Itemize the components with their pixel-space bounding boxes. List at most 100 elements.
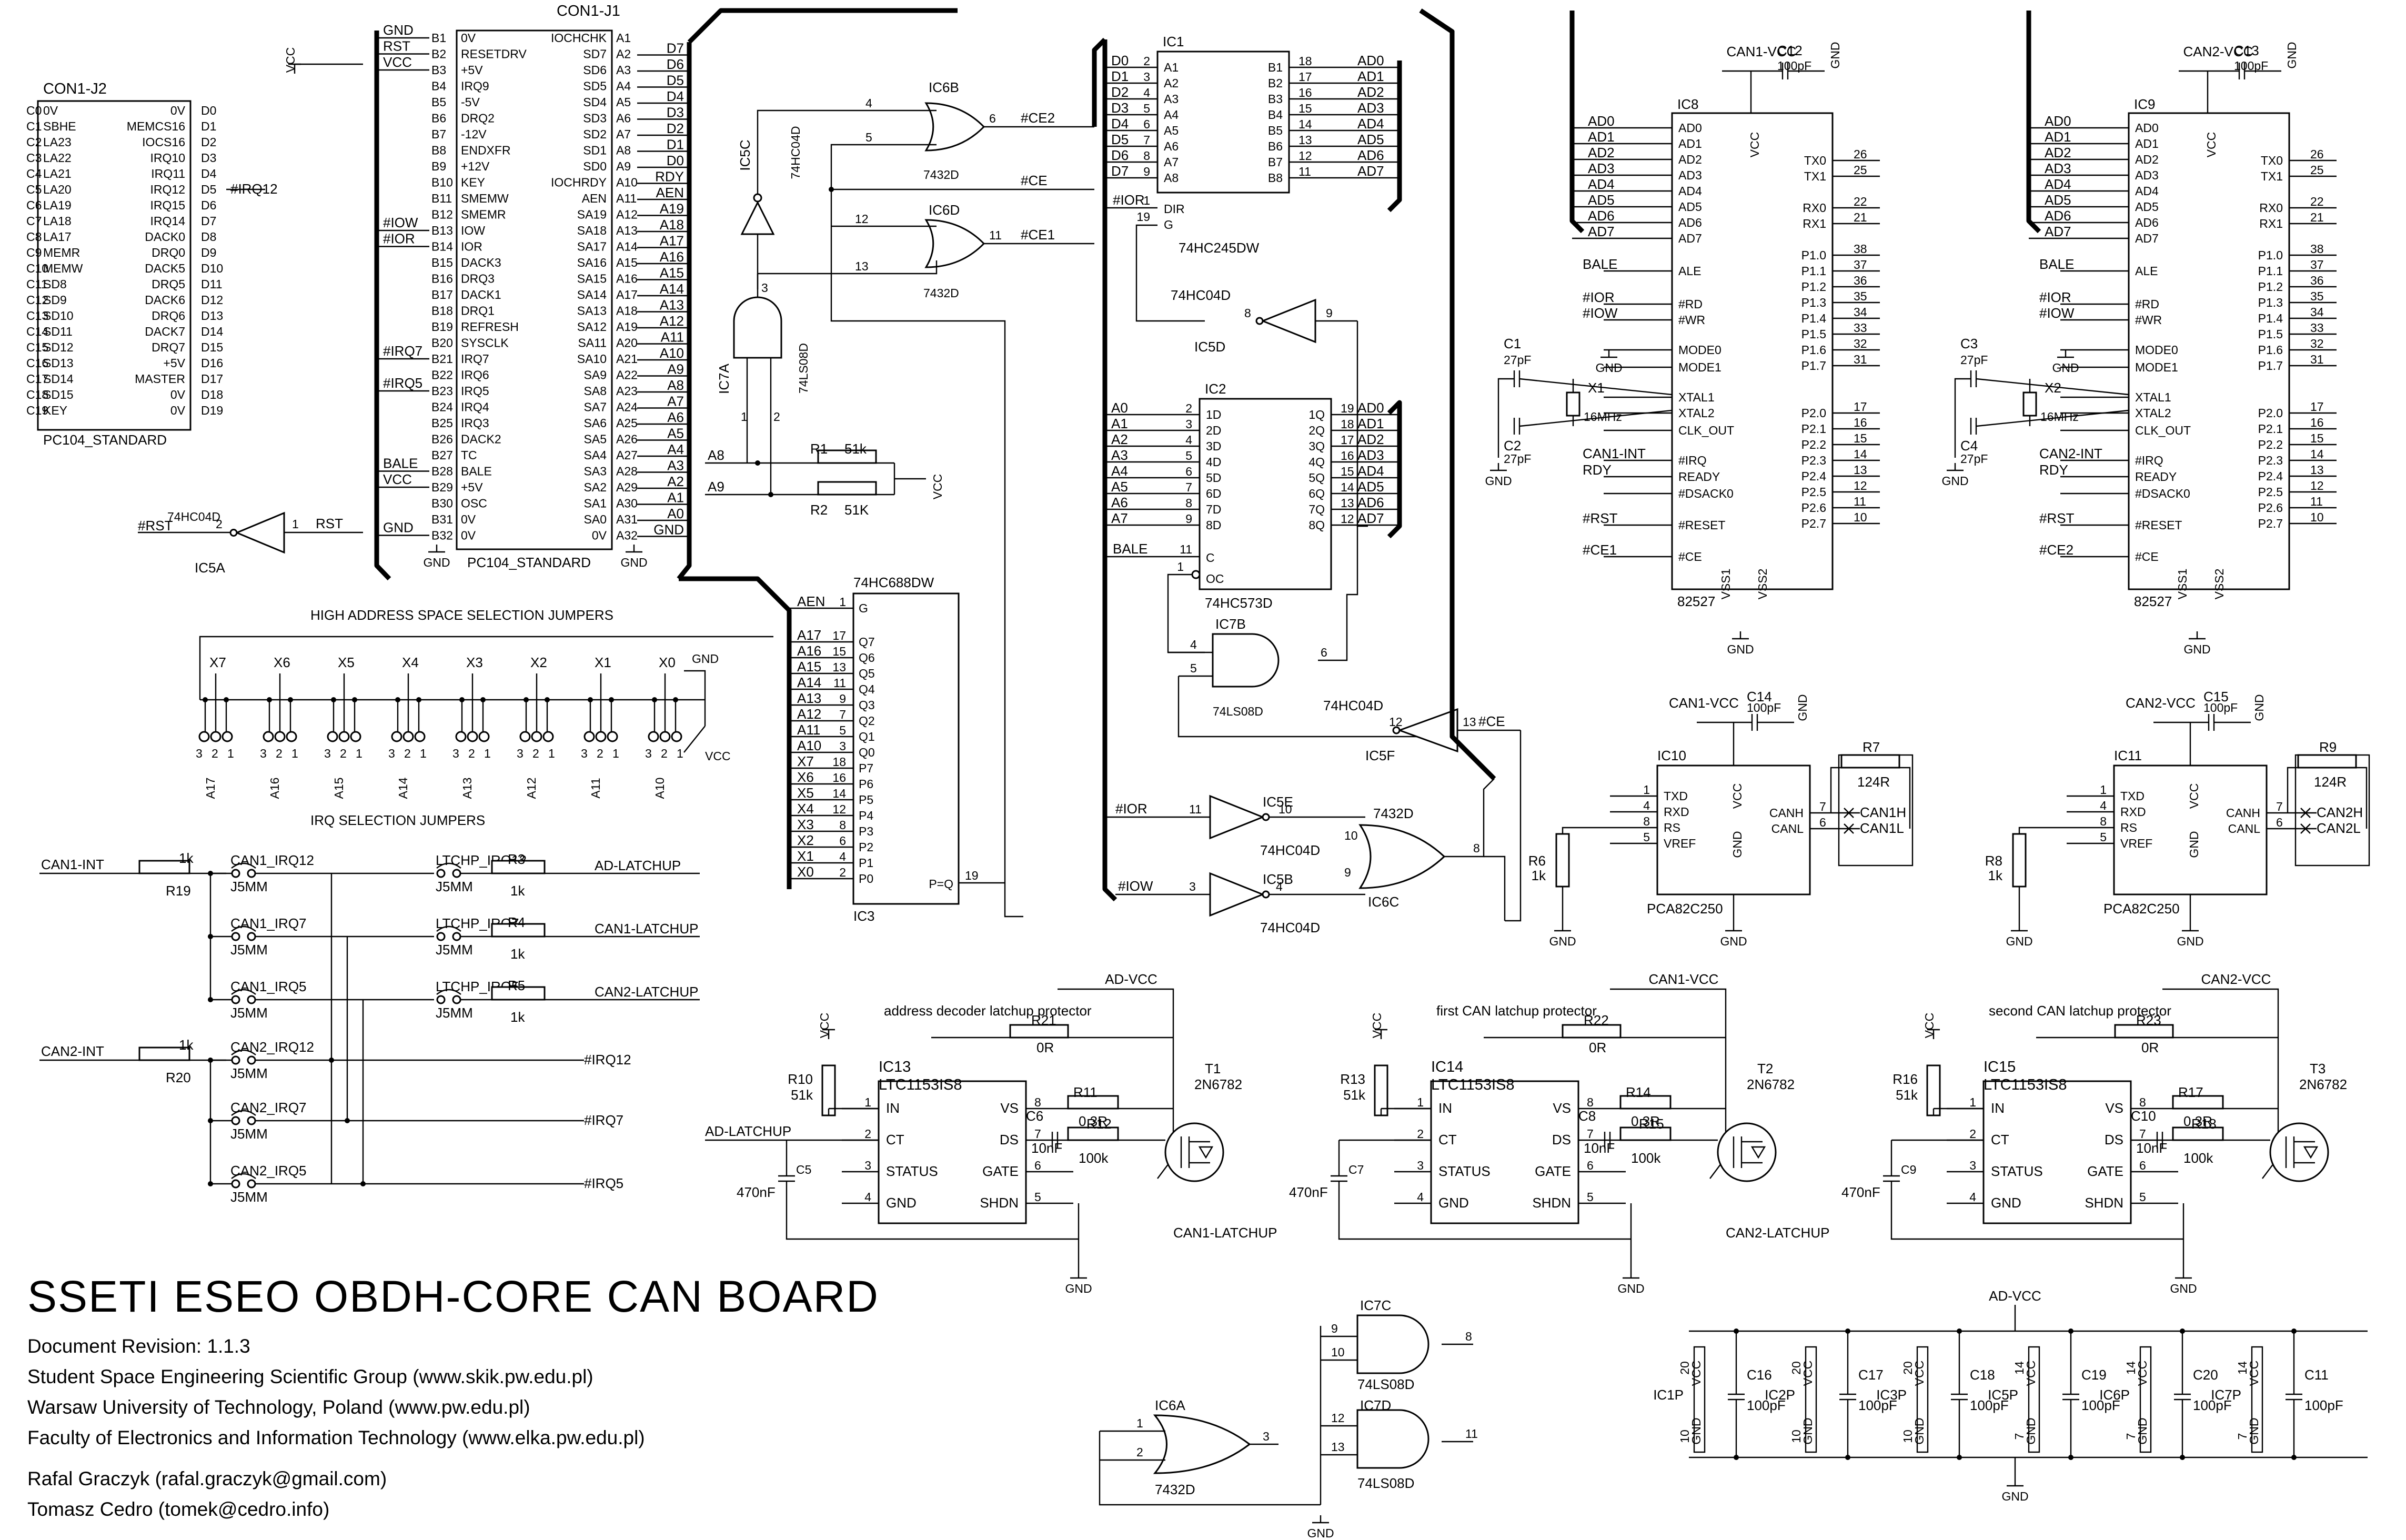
rg-resistor — [1562, 1024, 1622, 1039]
con1-j1-signal: IRQ7 — [461, 352, 489, 366]
pin-num: 21 — [1854, 210, 1867, 224]
jumper-pin[interactable] — [436, 932, 446, 941]
ic2-left-net: A4 — [1111, 463, 1128, 479]
jumper-pin[interactable] — [231, 1116, 240, 1125]
j1-right-net: RDY — [655, 169, 684, 185]
ic3-pin-name: Q0 — [859, 746, 875, 759]
jumper-pin[interactable] — [247, 932, 256, 941]
decoupling-network: AD-VCCGND20VCC10GNDIC1PC16100pF20VCC10GN… — [1653, 1288, 2368, 1503]
jumper-pin[interactable] — [247, 869, 256, 878]
jumper-pin[interactable] — [467, 731, 478, 742]
jumper-pin[interactable] — [436, 869, 446, 878]
jumper-pin-num: 1 — [548, 747, 555, 760]
ic3-pin-num: 15 — [832, 645, 846, 658]
jumper-pin[interactable] — [231, 869, 240, 878]
jumper-pin[interactable] — [478, 731, 490, 742]
con1-j1-signal: SD0 — [583, 159, 607, 173]
jumper-pin[interactable] — [327, 731, 338, 742]
jumper-pin[interactable] — [542, 731, 554, 742]
latchup-title: first CAN latchup protector — [1436, 1003, 1597, 1019]
jumper-pin[interactable] — [607, 731, 618, 742]
right-bus — [677, 42, 692, 580]
pin-name: AD0 — [1678, 121, 1702, 135]
jumper-pin[interactable] — [452, 869, 461, 878]
ic3-net: X4 — [797, 801, 814, 817]
jumper-pin[interactable] — [231, 995, 240, 1004]
vcc-net: CAN2-VCC — [2183, 44, 2253, 59]
con1-j1-signal: SA7 — [584, 400, 607, 414]
jumper-pin[interactable] — [648, 731, 659, 742]
jumper-pin[interactable] — [231, 932, 240, 941]
ic3-pin-num: 6 — [839, 834, 846, 848]
jumper-pin[interactable] — [452, 932, 461, 941]
jumper-pin[interactable] — [247, 1116, 256, 1125]
gnd-label: GND — [620, 556, 647, 569]
ic1-left-net: D0 — [1111, 53, 1129, 68]
jumper-pin[interactable] — [350, 731, 361, 742]
ic1-pin-num: 16 — [1298, 86, 1312, 99]
pin-name: TX0 — [1804, 154, 1826, 167]
pin-num: 38 — [1854, 242, 1867, 256]
jumper-pin[interactable] — [231, 1179, 240, 1189]
ic2-pin-name: 2Q — [1308, 424, 1325, 437]
jumper-pin[interactable] — [247, 1055, 256, 1065]
ic3-part: 74HC688DW — [853, 575, 934, 590]
pin-num: 8 — [1587, 1095, 1594, 1109]
ic5d-body — [1260, 298, 1316, 344]
jumper-pin[interactable] — [455, 731, 467, 742]
con1-j2-signal: DACK7 — [145, 325, 185, 338]
jumper-pin[interactable] — [231, 1055, 240, 1065]
pin-num: 5 — [2100, 830, 2107, 844]
jumper-pin[interactable] — [210, 731, 222, 742]
bale-net: BALE — [1113, 541, 1148, 557]
con1-j2-pin: D3 — [201, 151, 216, 165]
gnd-label: GND — [2001, 1489, 2028, 1503]
jumper-pin[interactable] — [659, 731, 671, 742]
jumper-pin[interactable] — [583, 731, 595, 742]
pin-num: 3 — [864, 1159, 871, 1172]
jumper-pin[interactable] — [274, 731, 286, 742]
con1-j1-signal: IOCHRDY — [551, 176, 607, 189]
jumper-pin[interactable] — [595, 731, 607, 742]
con1-j2-pin: C18 — [26, 388, 48, 401]
ic5b-ref: IC5B — [1263, 871, 1293, 887]
jumper-pin[interactable] — [519, 731, 531, 742]
vcc-pin-name: VCC — [1689, 1361, 1703, 1386]
jumper-pin[interactable] — [414, 731, 426, 742]
jumper-pin[interactable] — [671, 731, 682, 742]
can-bus-net: CAN1H — [1860, 804, 1906, 820]
jumper-pin[interactable] — [222, 731, 233, 742]
jumper-pin[interactable] — [391, 731, 402, 742]
vcc-pin-name: VCC — [2024, 1361, 2038, 1386]
xtal-gnd — [1954, 378, 1971, 458]
ctrl-net: #IOW — [1583, 305, 1618, 321]
inverter-bubble — [1191, 570, 1201, 579]
j1-left-net: GND — [383, 22, 414, 38]
jumper-pin[interactable] — [436, 995, 446, 1004]
jumper-pin[interactable] — [402, 731, 414, 742]
jumper-pin[interactable] — [531, 731, 542, 742]
pin-name: AD6 — [2135, 216, 2159, 229]
jumper-pin[interactable] — [286, 731, 297, 742]
con1-j2-name: PC104_STANDARD — [43, 432, 167, 448]
pin-name: MODE0 — [1678, 343, 1722, 357]
pin-num: 36 — [1854, 274, 1867, 287]
junction-dot — [1845, 1328, 1850, 1334]
pin-num: 2 — [1969, 1127, 1976, 1141]
jumper-pin[interactable] — [247, 1179, 256, 1189]
pin-name: P2.2 — [1801, 438, 1826, 451]
jumper-pin[interactable] — [198, 731, 210, 742]
ic7d-pin: 12 — [1331, 1411, 1345, 1425]
jumper-pin[interactable] — [338, 731, 350, 742]
con1-j2-signal: DACK6 — [145, 293, 185, 307]
document-revision: Document Revision: 1.1.3 — [27, 1335, 250, 1357]
jumper-pin[interactable] — [247, 995, 256, 1004]
jumper-pin[interactable] — [263, 731, 274, 742]
gnd-label: GND — [2252, 694, 2266, 721]
ic5f-pin: 13 — [1463, 715, 1476, 729]
ic7b-body — [1212, 633, 1280, 688]
vcc-pin-name: VCC — [2136, 1361, 2149, 1386]
ic6b-pin: 5 — [865, 130, 872, 144]
jumper-pin[interactable] — [452, 995, 461, 1004]
